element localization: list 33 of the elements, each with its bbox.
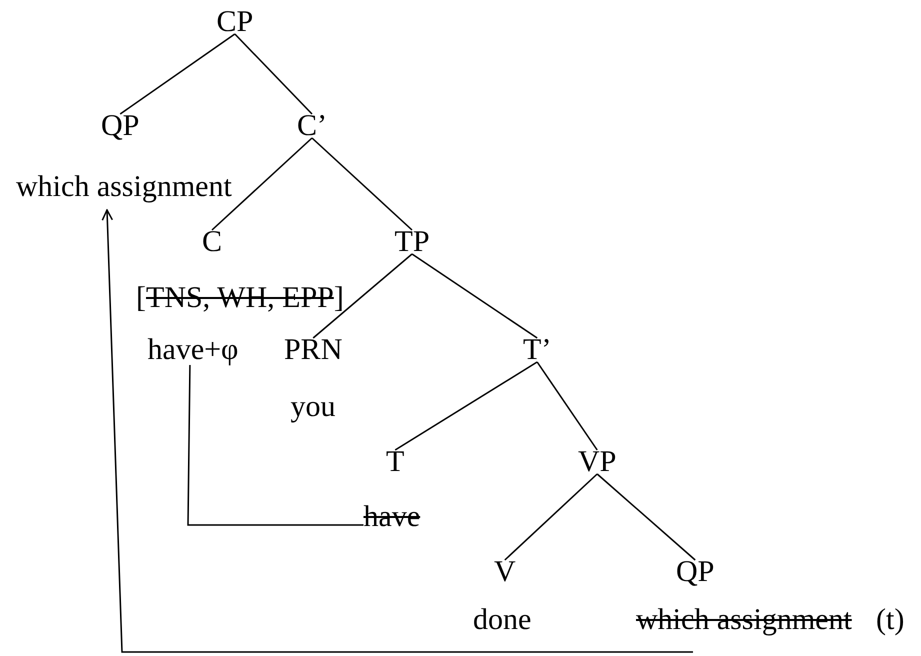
bracket: ]: [334, 283, 344, 313]
tree-branch: [312, 137, 413, 231]
category-label: T: [386, 447, 404, 477]
category-label: TP: [394, 227, 430, 257]
category-label: QP: [676, 557, 714, 587]
tree-branch: [120, 33, 236, 115]
tree-branch: [596, 473, 696, 561]
lexical-item: you: [290, 392, 336, 422]
tree-branch: [412, 253, 538, 339]
category-label: VP: [578, 447, 616, 477]
category-label: PRN: [284, 335, 342, 365]
category-label: CP: [216, 7, 254, 37]
bracket: [: [136, 283, 146, 313]
tree-branch: [536, 362, 598, 450]
category-label: QP: [101, 111, 140, 141]
lexical-item: done: [473, 605, 532, 635]
movement-line: [187, 365, 364, 526]
category-label: C’: [297, 111, 327, 141]
tree-branch: [212, 137, 312, 231]
lexical-item: have: [364, 502, 420, 532]
tree-branch: [504, 473, 598, 561]
feature-list: TNS, WH, EPP: [146, 283, 334, 313]
tree-branch: [394, 361, 538, 451]
lexical-item: which assignment: [636, 605, 852, 635]
tree-branch: [234, 33, 313, 115]
category-label: C: [202, 227, 222, 257]
tree-branch: [312, 253, 412, 339]
lexical-item: have+φ: [148, 335, 238, 365]
category-label: T’: [523, 335, 552, 365]
category-label: V: [494, 557, 516, 587]
movement-arrow: [102, 209, 693, 653]
lexical-item: which assignment: [16, 172, 232, 202]
trace-mark: (t): [876, 605, 904, 635]
